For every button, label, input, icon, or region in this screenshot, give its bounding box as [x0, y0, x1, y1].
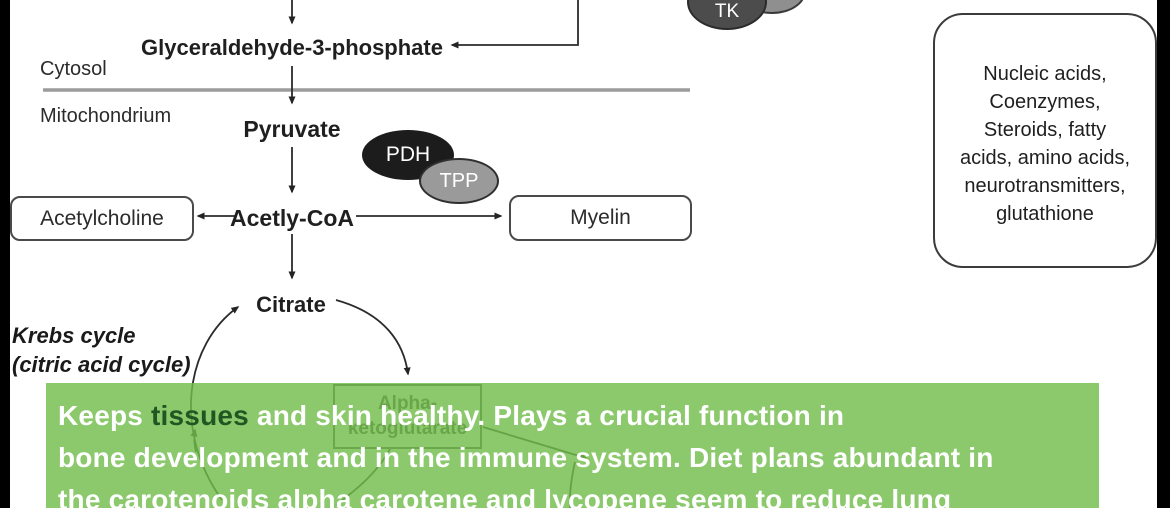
products-line: Coenzymes,: [989, 91, 1101, 113]
products-line: Nucleic acids,: [983, 63, 1107, 85]
glyceraldehyde-label: Glyceraldehyde-3-phosphate: [141, 35, 443, 60]
krebs-right-arc: [335, 299, 411, 376]
tk-label: TK: [714, 1, 740, 22]
acetyl-coa-label: Acetly-CoA: [230, 205, 354, 231]
products-line: neurotransmitters,: [964, 175, 1126, 197]
caption-overlay: Keeps tissues and skin healthy. Plays a …: [46, 383, 1099, 508]
pyruvate-label: Pyruvate: [243, 116, 341, 142]
products-line: Steroids, fatty: [983, 119, 1107, 141]
thiamine-products-box: Nucleic acids, Coenzymes, Steroids, fatt…: [933, 13, 1157, 268]
caption-line-3: the carotenoids alpha carotene and lycop…: [58, 484, 952, 508]
products-line: acids, amino acids,: [959, 147, 1131, 169]
krebs-cycle-line2: (citric acid cycle): [12, 352, 191, 377]
mitochondrium-label: Mitochondrium: [40, 105, 172, 127]
arrow-elbow-to-glyceraldehyde: [450, 0, 579, 49]
caption-line1-post: and skin healthy. Plays a crucial functi…: [248, 400, 845, 431]
acetylcholine-label: Acetylcholine: [40, 206, 164, 230]
caption-line-1: Keeps tissues and skin healthy. Plays a …: [58, 399, 844, 433]
tpp-label: TPP: [439, 169, 479, 192]
myelin-label: Myelin: [570, 206, 631, 229]
cytosol-label: Cytosol: [40, 58, 107, 80]
products-line: glutathione: [996, 203, 1094, 225]
myelin-box: Myelin: [509, 195, 692, 241]
krebs-cycle-label: Krebs cycle (citric acid cycle): [12, 321, 191, 379]
caption-line-2: bone development and in the immune syste…: [58, 442, 994, 473]
krebs-cycle-line1: Krebs cycle: [12, 323, 136, 348]
caption-line1-pre: Keeps: [58, 400, 152, 431]
left-letterbox-bar: [0, 0, 10, 508]
pdh-label: PDH: [385, 143, 431, 166]
acetylcholine-box: Acetylcholine: [10, 196, 194, 241]
caption-highlight-word: tissues: [151, 400, 249, 431]
citrate-label: Citrate: [256, 292, 326, 317]
tpp-cofactor-ellipse: TPP: [419, 158, 499, 204]
right-letterbox-bar: [1157, 0, 1170, 508]
